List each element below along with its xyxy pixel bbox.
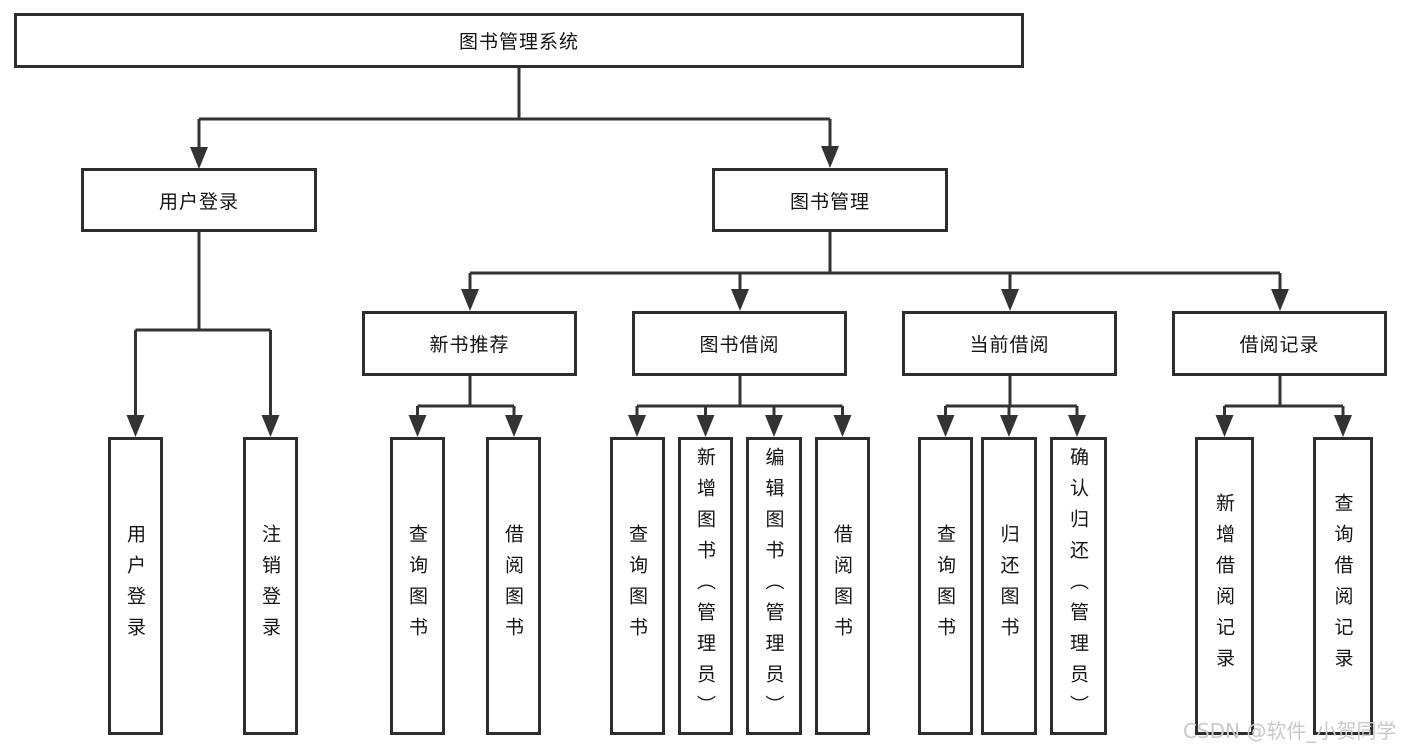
node-records-add-record: 新增借阅记录	[1195, 437, 1254, 735]
arrowhead	[696, 415, 715, 437]
node-label: 归还图书	[997, 524, 1020, 648]
node-recommend-borrow-books: 借阅图书	[486, 437, 541, 735]
node-borrowing-edit-books-admin: 编辑图书（管理员）	[746, 437, 802, 735]
node-book-management: 图书管理	[712, 168, 948, 232]
arrowhead	[261, 415, 280, 437]
node-library-management-system: 图书管理系统	[14, 13, 1024, 68]
node-label: 编辑图书（管理员）	[762, 446, 785, 726]
arrowhead	[505, 415, 523, 437]
node-label: 新书推荐	[429, 334, 510, 356]
node-label: 用户登录	[124, 524, 146, 648]
node-current-confirm-return-admin: 确认归还（管理员）	[1050, 437, 1107, 735]
node-label: 查询借阅记录	[1331, 493, 1354, 679]
arrowhead	[190, 147, 208, 169]
node-current-borrowing: 当前借阅	[902, 311, 1117, 376]
node-label: 用户登录	[158, 190, 239, 213]
node-recommend-query-books: 查询图书	[390, 437, 445, 735]
connector-userlogin-to-children	[134, 232, 272, 416]
node-label: 图书借阅	[699, 334, 780, 356]
arrowhead	[1068, 415, 1086, 437]
node-user-login-leaf: 用户登录	[108, 437, 163, 735]
node-new-book-recommend: 新书推荐	[362, 311, 577, 376]
connector-current-to-children	[944, 376, 1079, 416]
node-label: 查询图书	[406, 524, 428, 648]
node-borrowing-query-books: 查询图书	[610, 437, 665, 735]
node-label: 当前借阅	[969, 334, 1050, 356]
watermark: CSDN @软件_小贺同学	[1183, 719, 1397, 743]
connector-records-to-children	[1223, 376, 1345, 416]
node-records-query-record: 查询借阅记录	[1313, 437, 1373, 735]
arrowhead	[461, 289, 479, 311]
node-current-query-books: 查询图书	[918, 437, 973, 735]
node-user-login: 用户登录	[81, 168, 317, 232]
arrowhead	[628, 415, 646, 437]
connector-bookmgmt-to-level3	[468, 232, 1282, 290]
node-borrowing-add-books-admin: 新增图书（管理员）	[678, 437, 733, 735]
arrowhead	[821, 146, 839, 168]
node-label: 借阅图书	[502, 524, 524, 648]
connector-root-to-level2	[197, 68, 832, 148]
arrowhead	[833, 415, 852, 437]
node-logout-leaf: 注销登录	[243, 437, 298, 735]
node-borrowing-borrow-books: 借阅图书	[815, 437, 870, 735]
arrowhead	[1000, 415, 1018, 437]
node-label: 新增借阅记录	[1213, 493, 1235, 679]
node-label: 图书管理系统	[458, 31, 579, 53]
arrowhead	[765, 415, 783, 437]
node-label: 注销登录	[259, 524, 281, 648]
connector-newrec-to-children	[416, 376, 516, 416]
node-label: 借阅图书	[831, 524, 853, 648]
arrowhead	[1271, 289, 1289, 311]
connector-borrow-to-children	[635, 376, 844, 416]
node-label: 查询图书	[626, 524, 648, 648]
arrowhead	[408, 415, 427, 437]
node-book-borrowing: 图书借阅	[632, 311, 847, 376]
node-label: 图书管理	[789, 190, 870, 213]
node-label: 查询图书	[934, 524, 956, 648]
arrowhead	[1001, 289, 1019, 311]
node-label: 确认归还（管理员）	[1067, 446, 1089, 726]
arrowhead	[126, 415, 145, 437]
arrowhead	[1215, 415, 1234, 437]
node-borrowing-records: 借阅记录	[1172, 311, 1387, 376]
arrowhead	[1334, 415, 1352, 437]
node-label: 借阅记录	[1239, 334, 1320, 356]
arrowhead	[936, 415, 955, 437]
node-current-return-books: 归还图书	[981, 437, 1037, 735]
arrowhead	[731, 289, 749, 311]
node-label: 新增图书（管理员）	[694, 446, 716, 726]
